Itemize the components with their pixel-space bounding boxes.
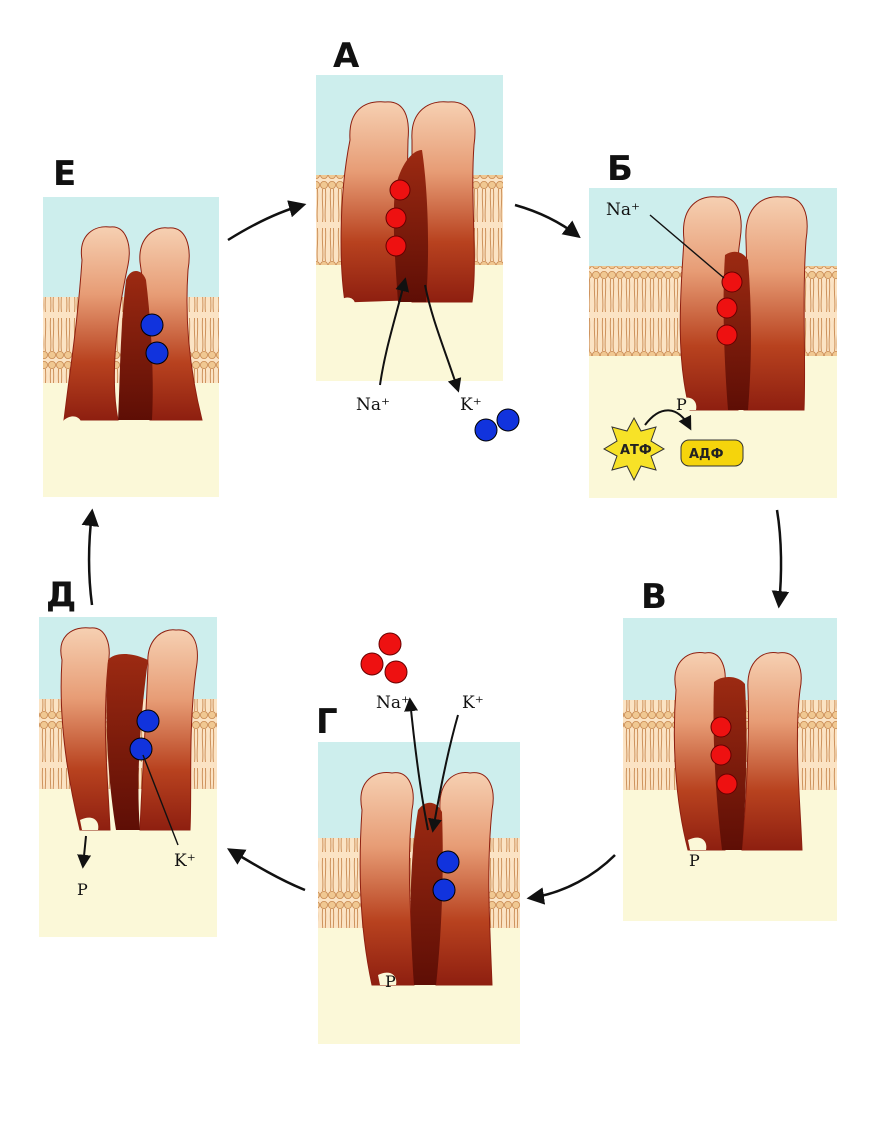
stage-b-letter: Б: [607, 149, 633, 189]
phosphate-label: P: [689, 851, 700, 870]
potassium-ion: [145, 341, 169, 365]
cycle-arrow-e-to-a: [227, 200, 307, 242]
sodium-ion: [716, 324, 738, 346]
potassium-ion: [432, 878, 456, 902]
sodium-ion: [360, 652, 384, 676]
cycle-arrow-v-to-g: [526, 854, 616, 905]
stage-e-pump-protein: [63, 226, 203, 430]
stage-d-pump-protein: [60, 627, 198, 831]
sodium-ion: [389, 179, 411, 201]
potassium-ion: [474, 418, 498, 442]
cycle-arrow-b-to-v: [771, 509, 790, 609]
cycle-arrow-a-to-b: [514, 203, 581, 239]
k-label: K⁺: [460, 395, 482, 415]
k-influx-arrow: [428, 714, 459, 833]
stage-g: Г Na⁺ K⁺ P: [316, 632, 520, 1044]
na-influx-arrow: [379, 277, 410, 386]
stage-v: В P: [623, 577, 837, 921]
cycle-arrow-g-to-d: [226, 848, 306, 892]
sodium-ion: [384, 660, 408, 684]
potassium-ion: [129, 737, 153, 761]
cycle-arrows: [81, 200, 790, 905]
adp-label: АДФ: [689, 447, 724, 462]
k-label: K⁺: [462, 693, 484, 713]
sodium-ion: [710, 744, 732, 766]
sodium-ion: [716, 773, 738, 795]
na-pointer-line: [649, 214, 725, 279]
stage-e-letter: Е: [53, 154, 76, 194]
adp-box: АДФ: [680, 439, 744, 467]
k-pointer-line: [142, 754, 179, 846]
stage-g-pump-protein: [359, 771, 494, 986]
stage-g-letter: Г: [316, 702, 338, 742]
phosphate-release-arrow: [77, 835, 92, 869]
sodium-ion: [716, 297, 738, 319]
stage-a-pump-protein: [340, 101, 476, 306]
sodium-ion: [385, 207, 407, 229]
na-label: Na⁺: [376, 693, 410, 713]
phosphate-label: P: [385, 972, 396, 991]
na-label: Na⁺: [356, 395, 390, 415]
stage-a-letter: А: [333, 36, 360, 76]
atp-star: АТФ: [602, 416, 666, 482]
na-efflux-arrow: [404, 697, 429, 831]
stage-d-letter: Д: [46, 575, 76, 615]
phosphate-label: P: [676, 395, 687, 414]
k-efflux-arrow: [424, 284, 462, 393]
sodium-ion: [721, 271, 743, 293]
stage-v-pump-protein: [673, 651, 803, 851]
stage-b: Б Na⁺ P АТФ АДФ: [589, 149, 837, 498]
stage-v-letter: В: [641, 577, 667, 617]
k-label: K⁺: [174, 851, 196, 871]
phosphorylation-arrow: [644, 409, 692, 431]
sodium-ion: [710, 716, 732, 738]
cycle-arrow-d-to-e: [81, 508, 100, 606]
potassium-ion: [136, 709, 160, 733]
potassium-ion: [496, 408, 520, 432]
stage-e: Е: [43, 154, 219, 497]
stage-b-pump-protein: [678, 196, 808, 411]
stage-d: Д K⁺ P: [39, 575, 217, 937]
sodium-ion: [385, 235, 407, 257]
sodium-ion: [378, 632, 402, 656]
phosphate-label: P: [77, 880, 88, 899]
potassium-ion: [140, 313, 164, 337]
na-label: Na⁺: [606, 200, 640, 220]
stage-a: А Na⁺ K⁺: [316, 36, 520, 442]
potassium-ion: [436, 850, 460, 874]
atp-label: АТФ: [620, 443, 652, 458]
